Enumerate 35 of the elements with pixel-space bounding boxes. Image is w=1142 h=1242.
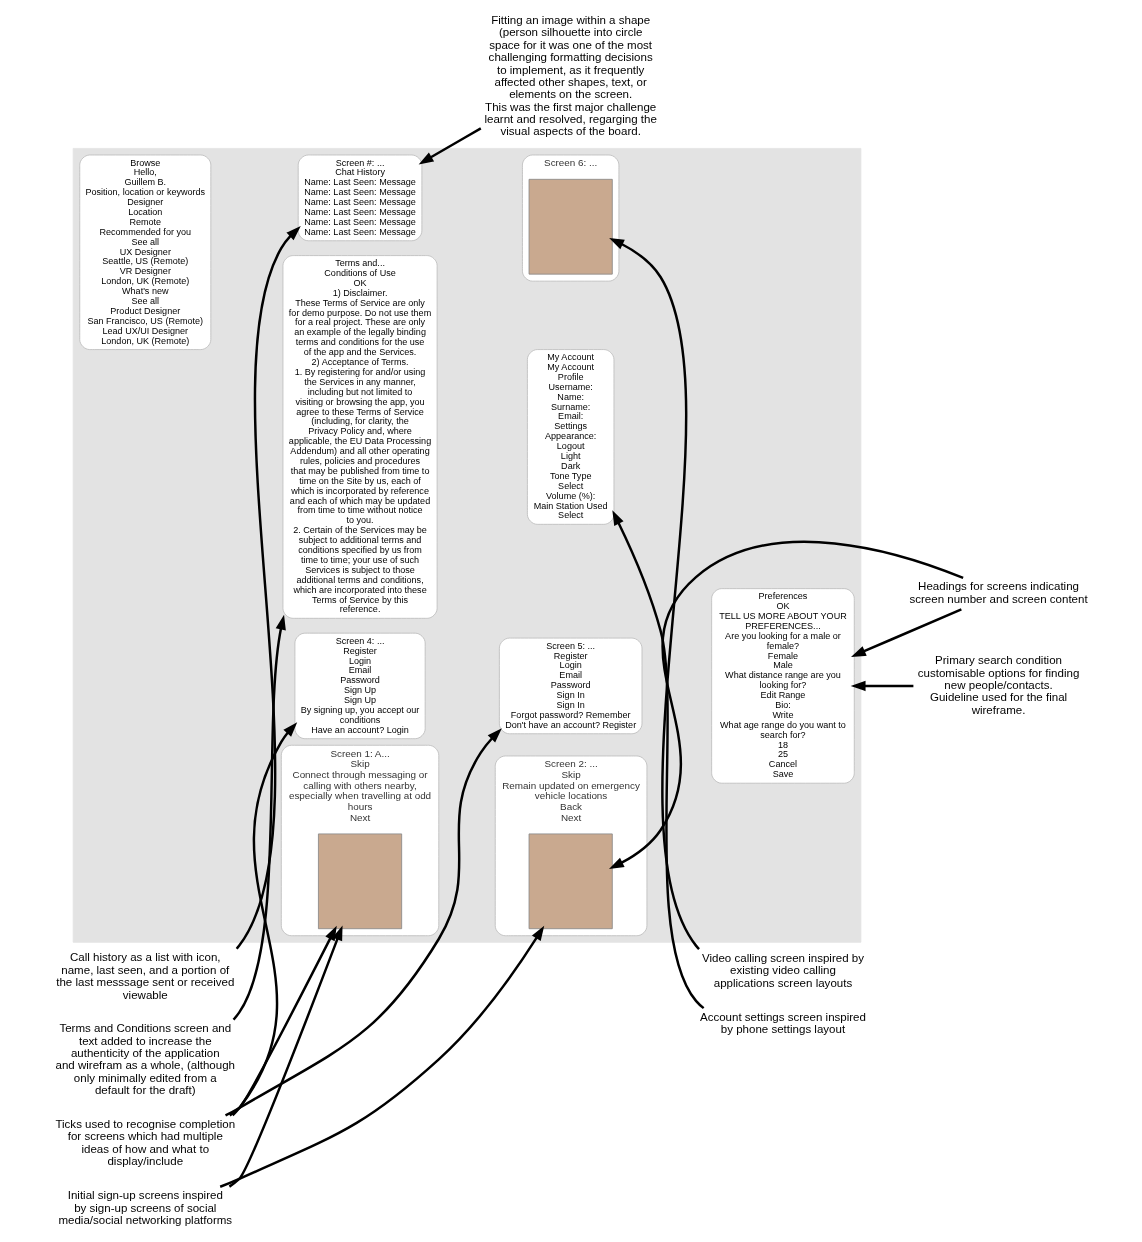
arrow xyxy=(850,680,913,692)
arrow xyxy=(418,127,481,165)
node-text: Call history as a list with icon, name, last seen, and a portion of the last messsage sent or received viewable xyxy=(55,951,234,1001)
node-box: Screen 5: ... Register Login Email Password Sign In Sign In Forgot password? Remember Don't have an account? Register xyxy=(498,637,642,735)
node-text: Ticks used to recognise completion for screens which had multiple ideas of how and what to display/include xyxy=(54,1117,235,1168)
cluster: Screen 2: ... Skip Remain updated on emergency vehicle locations Back Next xyxy=(494,755,647,937)
arrow xyxy=(235,226,301,950)
node-text: Initial sign-up screens inspired by sign-up screens of social media/social networking platforms xyxy=(57,1189,232,1227)
node-text: Video calling screen inspired by existing video calling applications screen layouts xyxy=(701,951,864,989)
node-text: Headings for screens indicating screen number and screen content xyxy=(908,580,1088,605)
node-box: My Account My Account Profile Username: Name: Surname: Email: Settings Appearance: Logout Light Dark Tone Type Select Volume (%): Main Station Used Select xyxy=(526,349,614,525)
node-box: Screen 4: ... Register Login Email Password Sign Up Sign Up By signing up, you accept our conditions Have an account? Login xyxy=(294,632,426,740)
arrow xyxy=(608,540,964,869)
node-box: Screen #: ... Chat History Name: Last Seen: Message Name: Last Seen: Message Name: Last Seen: Message Name: Last Seen: Message Name: Last Seen: Message Name: Last Seen: Message xyxy=(297,154,422,242)
node-box xyxy=(317,833,402,930)
arrow xyxy=(219,925,544,1188)
arrow xyxy=(232,614,286,1021)
node-box xyxy=(528,833,613,930)
arrow xyxy=(608,238,700,950)
arrow xyxy=(224,728,502,1117)
arrow xyxy=(850,608,962,657)
node-box: Preferences OK TELL US MORE ABOUT YOUR PREFERENCES... Are you looking for a male or female? Female Male What distance range are you looking for? Edit Range Bio: Write What age range do you want to search for? 18 25 Cancel Save xyxy=(710,588,855,784)
cluster: Screen 6: ... xyxy=(521,154,619,282)
cluster: Screen 1: A... Skip Connect through messaging or calling with others nearby, especially when travelling at odd hours Next xyxy=(280,744,439,937)
node-text: Primary search condition customisable options for finding new people/contacts. Guideline used for the final wireframe. xyxy=(917,654,1079,716)
arrow xyxy=(231,722,297,1117)
arrow xyxy=(228,925,343,1188)
node-text: Terms and Conditions screen and text added to increase the authenticity of the application and wirefram as a whole, (although only minimally edited from a default for the draft) xyxy=(55,1022,235,1097)
arrow xyxy=(228,925,337,1117)
node-box: Terms and... Conditions of Use OK 1) Disclaimer. These Terms of Service are only for demo purpose. Do not use them for a real project. These are only an example of the legally binding terms and conditions for the use of the app and the Services. 2) Acceptance of Terms. 1. By registering for and/or using the Services in any manner, including but not limited to visiting or browsing the app, you agree to these Terms of Service (including, for clarity, the Privacy Policy and, where applicable, the EU Data Processing Addendum) and all other operating rules, policies and procedures that may be published from time to time on the Site by us, each of which is incorporated by reference and each of which may be updated from time to time without notice to you. 2. Certain of the Services may be subject to additional terms and conditions specified by us from time to time; your use of such Services is subject to those additional terms and conditions, which are incorporated into these Terms of Service by this reference. xyxy=(282,255,438,619)
arrow xyxy=(611,510,704,1010)
node-box: Browse Hello, Guillem B. Position, location or keywords Designer Location Remote Recommended for you See all UX Designer Seattle, US (Remote) VR Designer London, UK (Remote) What's new See all Product Designer San Francisco, US (Remote) Lead UX/UI Designer London, UK (Remote) xyxy=(78,154,211,350)
node-text: Fitting an image within a shape (person silhouette into circle space for it was one of the most challenging formatting decisions to implement, as it frequently affected other shapes, text, or elements on the screen. This was the first major challenge learnt and resolved, regarging the visual aspects of the board. xyxy=(483,14,657,138)
node-text: Account settings screen inspired by phone settings layout xyxy=(699,1010,866,1036)
node-box xyxy=(528,178,613,275)
